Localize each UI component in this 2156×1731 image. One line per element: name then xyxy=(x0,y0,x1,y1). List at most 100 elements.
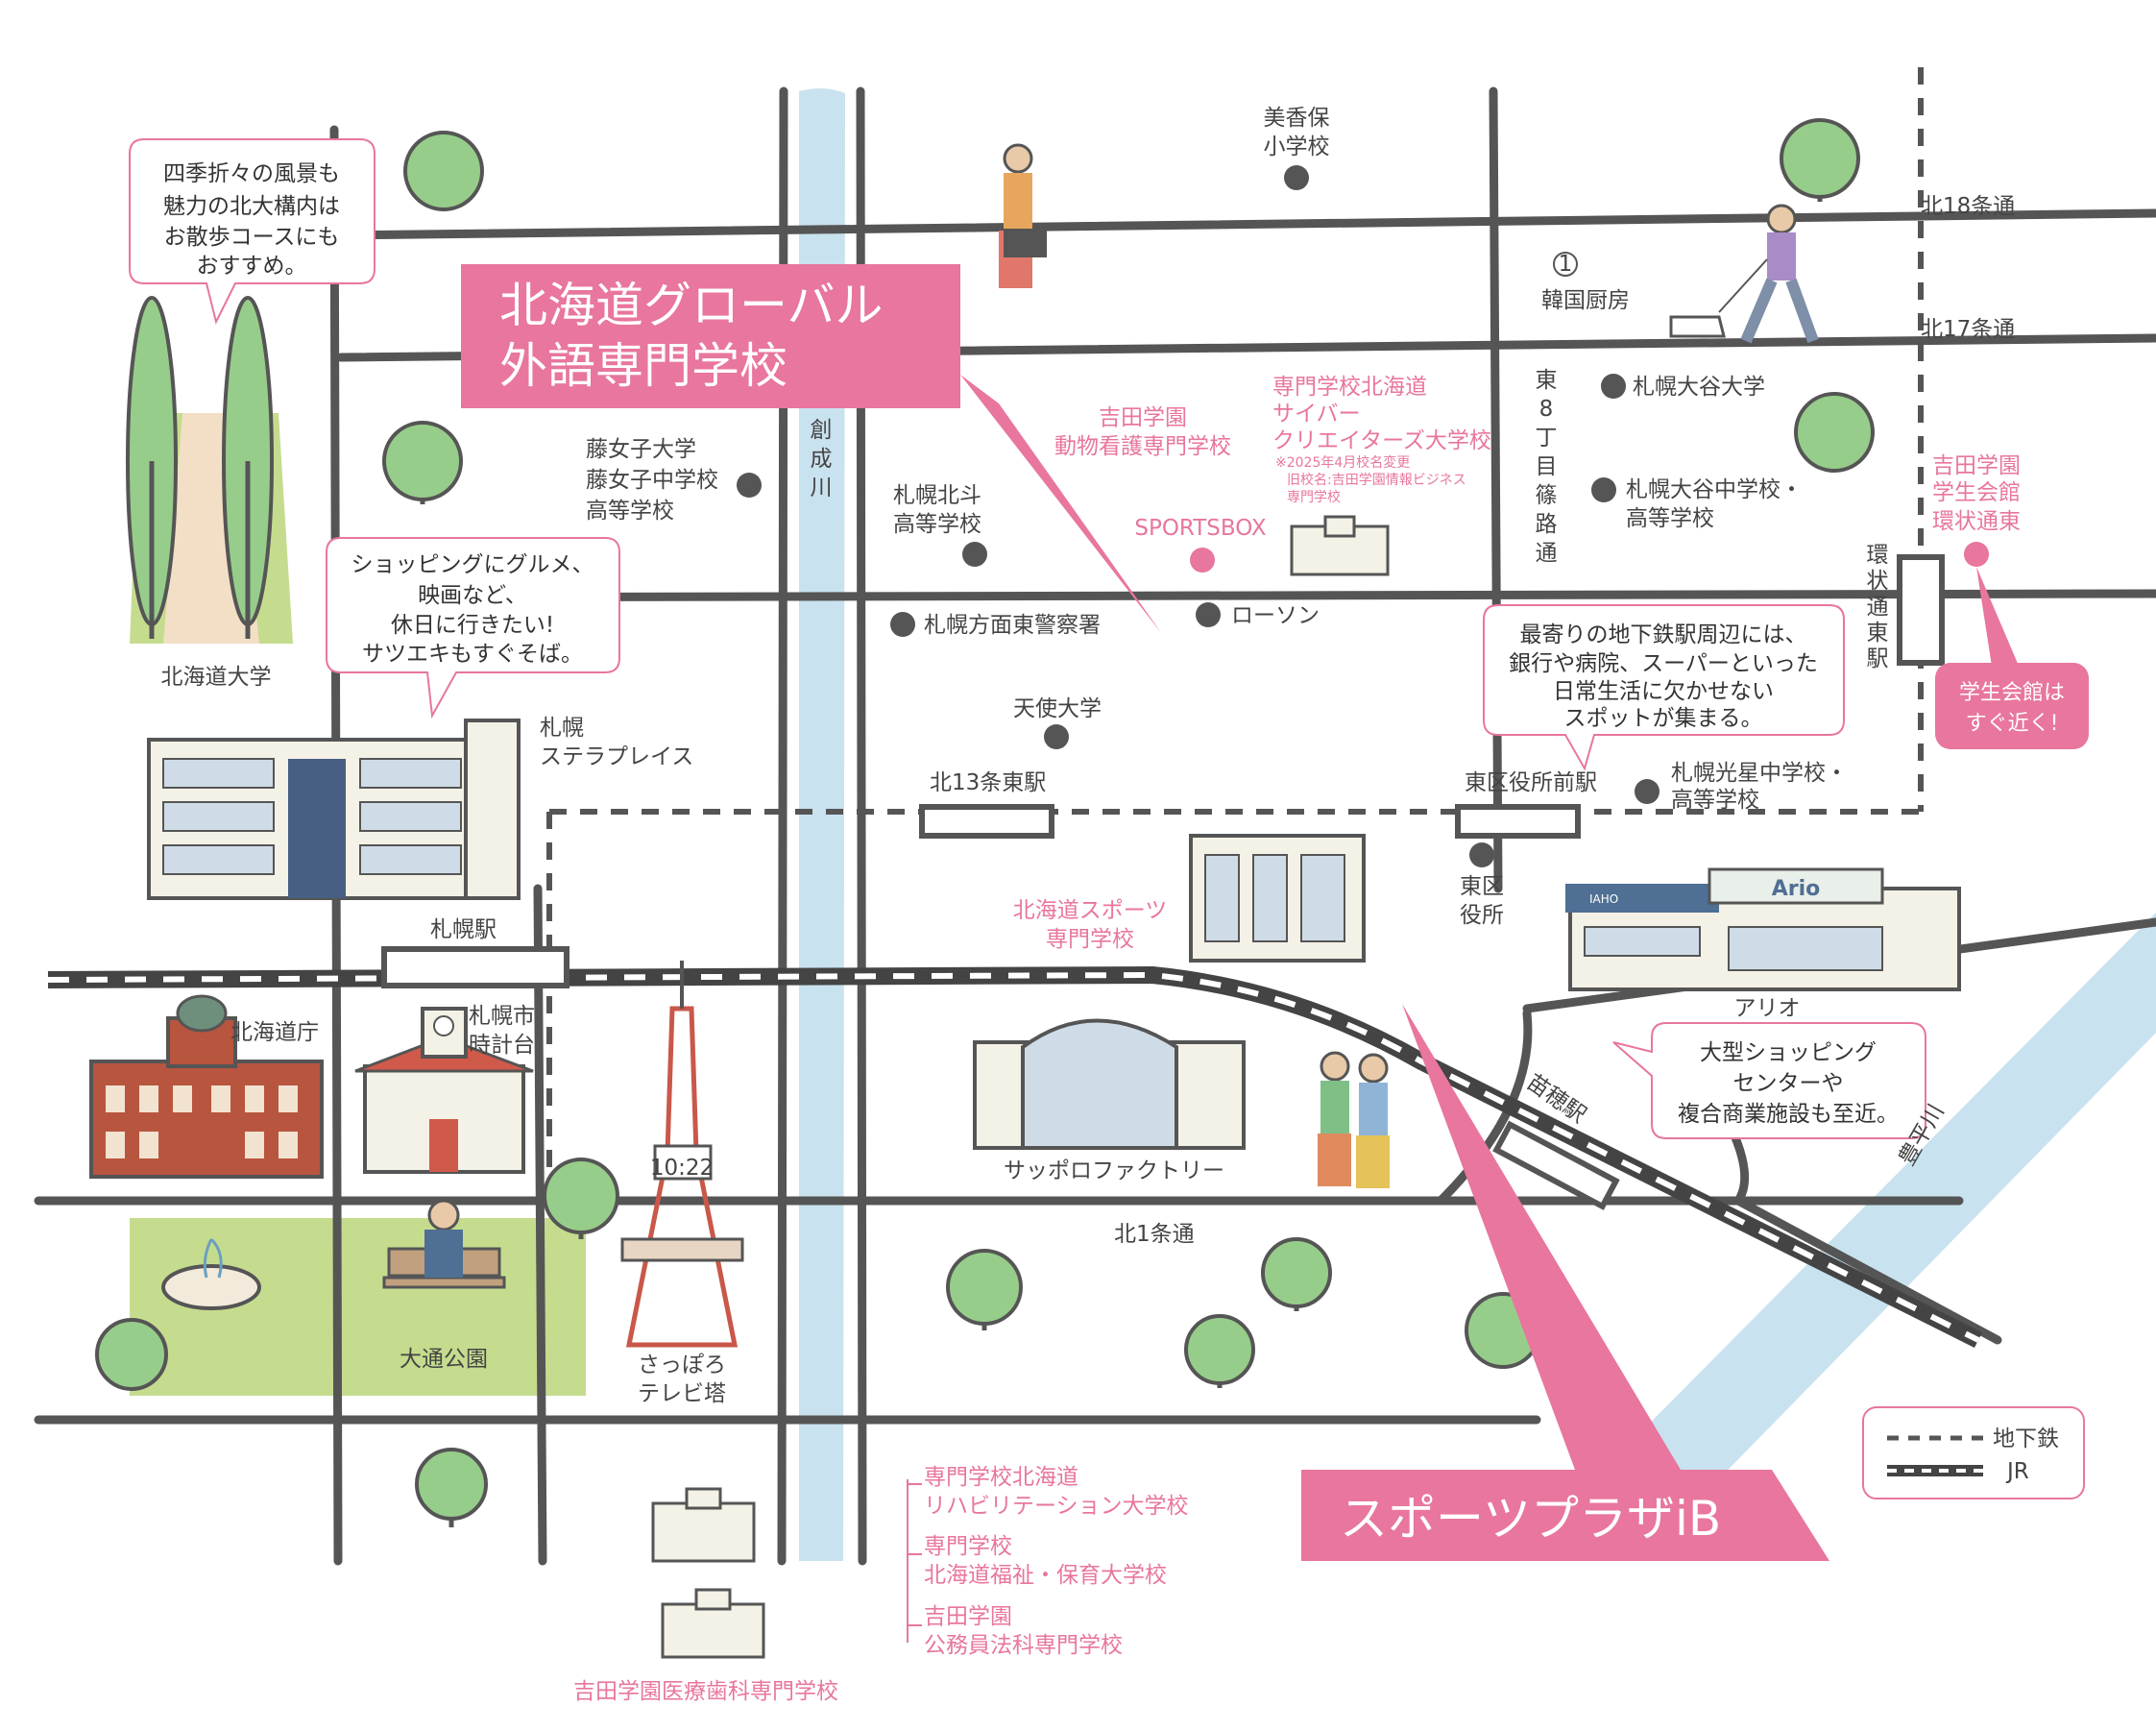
street-higashi8-char: 東 xyxy=(1536,368,1558,393)
street-kanjo: 環 状 通 東 駅 xyxy=(1867,543,1889,671)
fukushi-label-1[interactable]: 専門学校 xyxy=(924,1534,1012,1559)
street-higashi8-char: 通 xyxy=(1536,541,1558,566)
sports-plaza-banner[interactable]: スポーツプラザiB xyxy=(1301,1004,1829,1561)
student-hall-note-line-2: すぐ近く! xyxy=(1966,712,2059,736)
street-kita18: 北18条通 xyxy=(1921,194,2015,219)
fuji-label-3: 高等学校 xyxy=(586,499,674,524)
rehab-label-1[interactable]: 専門学校北海道 xyxy=(924,1465,1078,1490)
callout-subway-line-3: 日常生活に欠かせない xyxy=(1553,679,1774,704)
cyber-note-3: 専門学校 xyxy=(1287,489,1341,505)
station-naebo-box[interactable] xyxy=(1492,1120,1620,1210)
street-kanjo-char: 東 xyxy=(1867,621,1889,646)
lawson-label: ローソン xyxy=(1231,603,1320,628)
student-hall-label-1[interactable]: 吉田学園 xyxy=(1932,453,2021,478)
rehab-school-building-icon xyxy=(651,1487,756,1563)
subway-line xyxy=(546,67,1924,1201)
map-legend: 地下鉄 JR xyxy=(1862,1406,2085,1499)
student-hall-note-banner[interactable]: 学生会館は すぐ近く! xyxy=(1935,567,2089,749)
station-kuyakusho-box[interactable] xyxy=(1455,804,1581,839)
ario-label: アリオ xyxy=(1734,996,1801,1021)
river-sosei-char: 川 xyxy=(811,475,833,500)
clock-label-1: 札幌市 xyxy=(469,1004,535,1029)
cyber-label-3[interactable]: クリエイターズ大学校 xyxy=(1272,428,1491,453)
clock-label-2: 時計台 xyxy=(469,1033,535,1058)
clock-tower-building-icon xyxy=(354,1007,534,1174)
hokudai-label: 北海道大学 xyxy=(161,665,272,690)
cyber-label-1[interactable]: 専門学校北海道 xyxy=(1272,375,1427,400)
fuji-dot xyxy=(737,473,762,498)
lawson-dot xyxy=(1196,602,1221,627)
station-kuyakusho-label: 東区役所前駅 xyxy=(1465,770,1597,795)
otani-univ-label: 札幌大谷大学 xyxy=(1633,375,1765,400)
callout-hokudai-line-2: 魅力の北大構内は xyxy=(163,194,340,219)
callout-subway: 最寄りの地下鉄駅周辺には、 銀行や病院、スーパーといった 日常生活に欠かせない … xyxy=(1483,604,1845,771)
stellar-place-building-icon xyxy=(147,719,521,900)
sports-school-label-2[interactable]: 専門学校 xyxy=(1046,927,1134,952)
street-kanjo-char: 駅 xyxy=(1867,646,1889,671)
cyber-label-2[interactable]: サイバー xyxy=(1272,402,1361,427)
tree-icon xyxy=(1184,1314,1255,1388)
tree-icon xyxy=(1780,118,1860,202)
street-kanjo-char: 通 xyxy=(1867,595,1889,620)
dental-label[interactable]: 吉田学園医療歯科専門学校 xyxy=(573,1679,838,1704)
callout-ario-line-3: 複合商業施設も至近。 xyxy=(1678,1102,1899,1127)
police-label: 札幌方面東警察署 xyxy=(924,613,1101,638)
tenshi-label: 天使大学 xyxy=(1013,696,1102,721)
river-sosei-char: 成 xyxy=(811,447,833,472)
higashi-ward-label-1: 東区 xyxy=(1460,874,1504,899)
tower-clock-label: 10:22 xyxy=(650,1156,714,1181)
fountain-icon xyxy=(161,1237,261,1310)
sosei-river xyxy=(799,87,845,1561)
sports-school-label-1[interactable]: 北海道スポーツ xyxy=(1013,898,1168,923)
tree-icon xyxy=(415,1448,488,1527)
fukushi-label-2[interactable]: 北海道福祉・保育大学校 xyxy=(924,1563,1167,1588)
global-school-banner[interactable]: 北海道グローバル 外語専門学校 xyxy=(461,264,1162,634)
cyber-school-building-icon xyxy=(1290,515,1390,576)
callout-hokudai-line-4: おすすめ。 xyxy=(197,254,307,279)
student-hall-label-2[interactable]: 学生会館 xyxy=(1932,480,2021,505)
callout-ario-line-2: センターや xyxy=(1733,1071,1844,1096)
person-walking-dog-icon xyxy=(1669,204,1819,344)
tree-icon xyxy=(946,1249,1023,1330)
rehab-label-2[interactable]: リハビリテーション大学校 xyxy=(924,1494,1189,1519)
tv-tower-icon xyxy=(620,961,744,1348)
station-sapporo-box[interactable] xyxy=(381,946,569,988)
callout-subway-line-2: 銀行や病院、スーパーといった xyxy=(1509,651,1818,676)
higashi-ward-label-2: 役所 xyxy=(1460,903,1504,928)
tvtower-label-1: さっぽろ xyxy=(638,1353,726,1377)
jr-line xyxy=(47,965,1983,1349)
global-school-banner-line-2: 外語専門学校 xyxy=(499,338,787,394)
circled-one-label: 1 xyxy=(1559,252,1573,277)
station-kita13-box[interactable] xyxy=(919,804,1054,839)
river-sosei-label: 創 成 川 xyxy=(811,418,833,500)
mikaho-label-1: 美香保 xyxy=(1264,106,1330,131)
dousen-label-2[interactable]: 動物看護専門学校 xyxy=(1054,434,1231,459)
dousen-label-1[interactable]: 吉田学園 xyxy=(1099,405,1187,430)
callout-shopping: ショッピングにグルメ、 映画など、 休日に行きたい! サツエキもすぐそば。 xyxy=(326,537,620,719)
global-school-banner-line-1: 北海道グローバル xyxy=(499,278,884,333)
station-kanjo-box[interactable] xyxy=(1897,554,1945,666)
tvtower-label-2: テレビ塔 xyxy=(638,1381,726,1406)
otani-hs-label-1: 札幌大谷中学校・ xyxy=(1626,477,1803,502)
mikaho-label-2: 小学校 xyxy=(1264,134,1330,159)
hokkaido-government-building-icon xyxy=(89,994,324,1179)
stellar-label-1: 札幌 xyxy=(540,716,584,741)
tree-icon xyxy=(403,131,484,211)
river-sosei-char: 創 xyxy=(811,418,833,443)
tree-icon xyxy=(1261,1237,1332,1311)
student-hall-label-3[interactable]: 環状通東 xyxy=(1932,509,2021,534)
street-higashi8-char: 8 xyxy=(1539,397,1554,422)
hokuto-dot xyxy=(962,542,987,567)
street-kanjo-char: 状 xyxy=(1867,569,1889,594)
koumuin-label-2[interactable]: 公務員法科専門学校 xyxy=(924,1633,1123,1658)
callout-subway-line-4: スポットが集まる。 xyxy=(1564,706,1763,731)
tree-icon xyxy=(1794,392,1875,473)
tenshi-dot xyxy=(1044,724,1069,749)
landmark-dots xyxy=(737,165,1659,867)
koumuin-label-1[interactable]: 吉田学園 xyxy=(924,1604,1012,1629)
callout-hokudai-line-3: お散歩コースにも xyxy=(164,225,340,250)
street-kanjo-char: 環 xyxy=(1867,543,1889,568)
callout-shopping-line-3: 休日に行きたい! xyxy=(391,613,554,638)
ario-sign-label: Ario xyxy=(1772,877,1821,901)
